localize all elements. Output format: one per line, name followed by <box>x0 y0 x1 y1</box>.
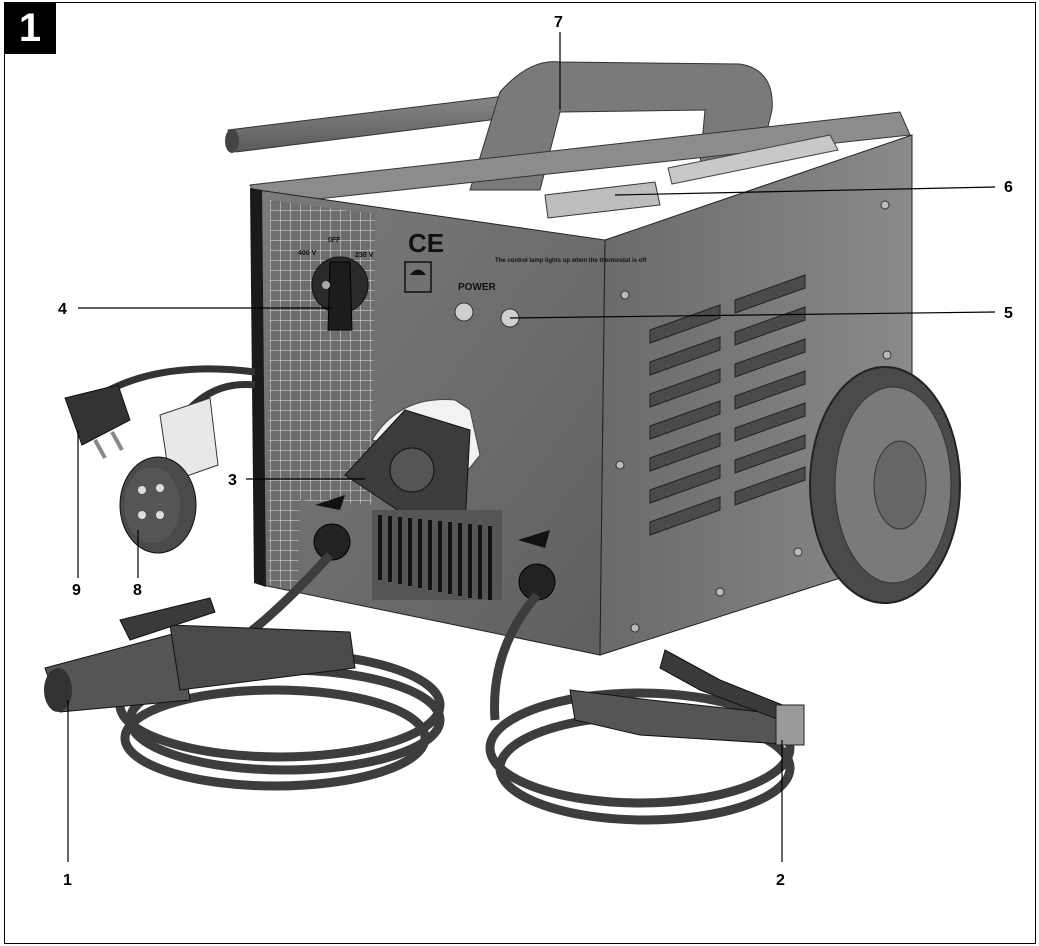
callout-5: 5 <box>1004 305 1013 322</box>
callout-3: 3 <box>228 472 237 489</box>
callout-1: 1 <box>63 872 72 889</box>
housing-edge <box>250 188 266 587</box>
three-phase-plug <box>119 397 219 554</box>
voltage-selector-switch: 400 V 0FF 230 V <box>298 237 374 331</box>
screws <box>615 200 892 633</box>
figure-frame <box>4 2 1036 944</box>
clamp-symbol-icon <box>518 530 550 548</box>
callout-8: 8 <box>133 582 142 599</box>
ce-mark: CE <box>408 228 444 258</box>
umbrella-icon <box>404 261 432 293</box>
wheel <box>809 366 961 604</box>
ground-cable-coil <box>485 592 795 825</box>
umbrella-icon-shape <box>410 269 426 275</box>
callout-9: 9 <box>72 582 81 599</box>
callout-labels: 1 2 3 4 5 6 7 8 9 <box>58 14 1013 889</box>
figure-number-badge: 1 <box>4 2 56 54</box>
ground-socket <box>518 563 556 601</box>
callout-7: 7 <box>554 14 563 31</box>
current-adjust-knob <box>344 399 481 526</box>
electrode-symbol-icon <box>315 495 345 510</box>
selector-label-400: 400 V <box>298 250 317 257</box>
callout-4: 4 <box>58 301 67 318</box>
power-lamp <box>454 302 474 322</box>
electrode-socket <box>313 523 351 561</box>
selector-label-230: 230 V <box>355 252 374 259</box>
callout-6: 6 <box>1004 179 1013 196</box>
rating-plate <box>544 134 839 219</box>
side-louvers <box>649 274 806 536</box>
selector-label-off: 0FF <box>328 237 341 244</box>
callout-2: 2 <box>776 872 785 889</box>
thermostat-note: The control lamp lights up when the ther… <box>495 258 647 264</box>
schuko-plug <box>64 384 131 459</box>
ground-clamp <box>569 649 805 746</box>
figure-top-rule <box>56 2 1036 3</box>
power-label: POWER <box>458 282 497 293</box>
callout-leaders <box>67 32 996 862</box>
front-vent <box>372 510 502 600</box>
electrode-holder <box>44 597 356 713</box>
